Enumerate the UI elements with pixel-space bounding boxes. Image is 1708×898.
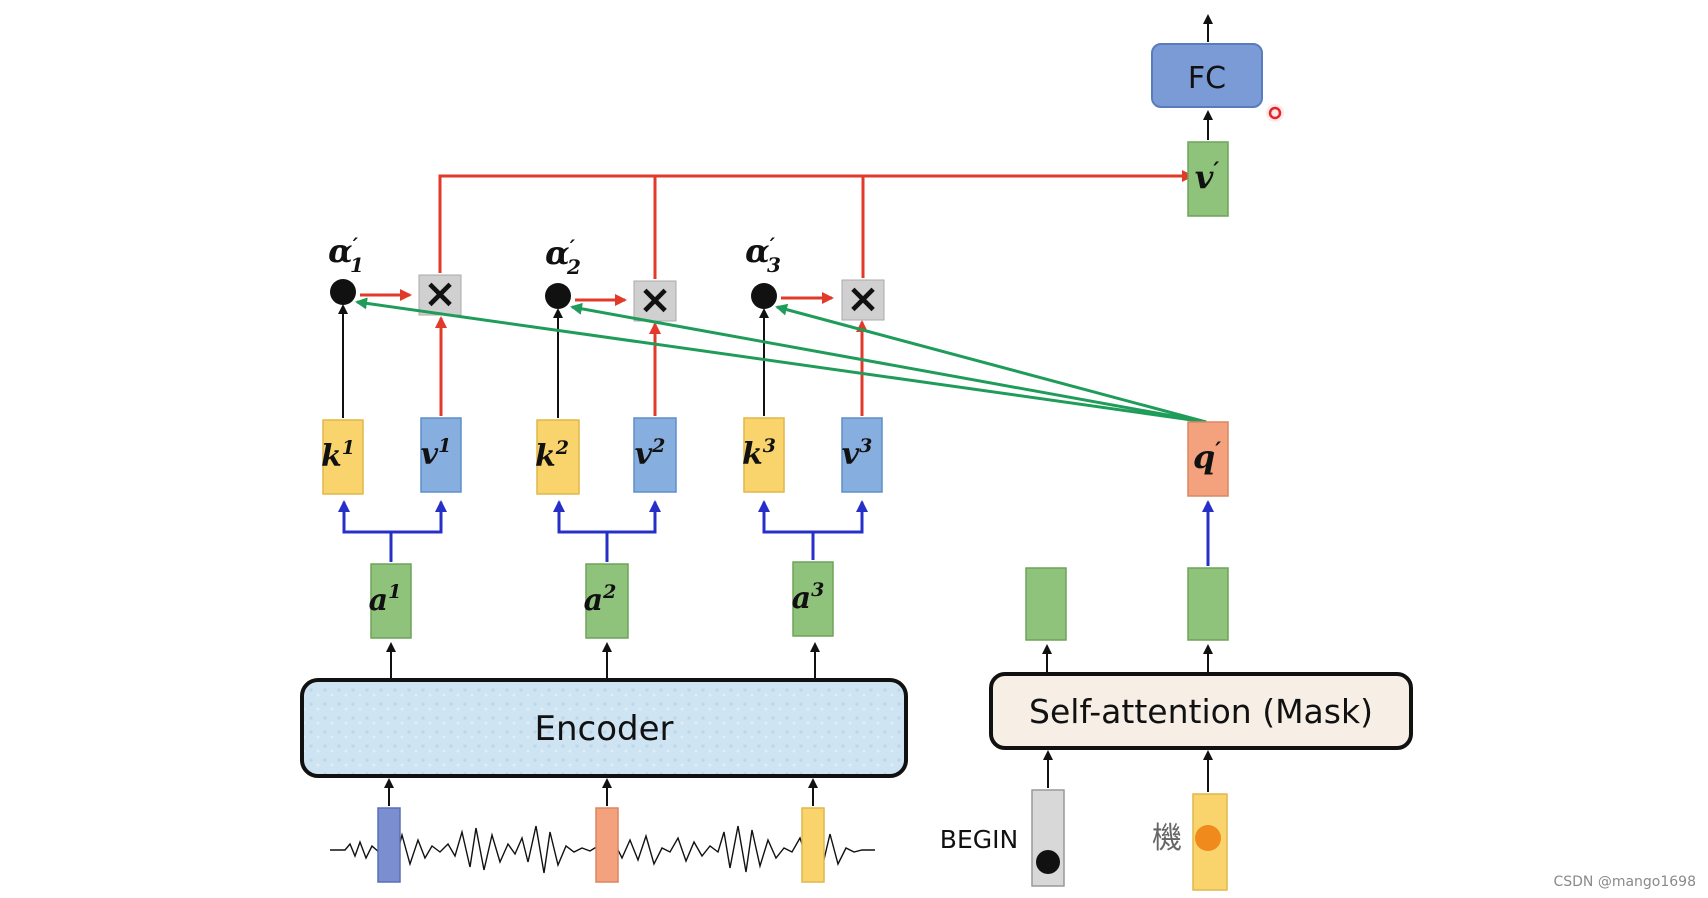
alpha1-label: α′1 <box>328 232 364 277</box>
k2-box <box>536 419 580 495</box>
alpha2-label: α′2 <box>545 234 581 279</box>
begin-label: BEGIN <box>940 825 1018 854</box>
multiply-node-1 <box>418 274 462 316</box>
self-attention-mask-block: Self-attention (Mask) <box>989 672 1413 750</box>
a3-label: a3 <box>792 579 825 616</box>
column-1: a1 k1 v1 α′1 × <box>321 232 462 639</box>
begin-token-dot <box>1036 850 1060 874</box>
encoder-block: Encoder <box>300 678 908 778</box>
multiply-symbol-2: × <box>638 277 672 323</box>
output-section: v′ FC <box>1151 14 1284 217</box>
input-frame-1 <box>377 807 401 883</box>
k3-box <box>743 417 785 493</box>
v1-label: v1 <box>421 435 452 472</box>
multiply-symbol-1: × <box>423 271 457 317</box>
k2-label: k2 <box>535 437 569 474</box>
a1-box <box>370 563 412 639</box>
multiply-node-2 <box>633 280 677 322</box>
audio-waveform <box>330 825 875 874</box>
input-frame-2 <box>595 807 619 883</box>
decoder-output-2 <box>1187 567 1229 641</box>
decoder-section: BEGIN 機 Self-attention (Mask) q′ <box>940 421 1413 891</box>
watermark: CSDN @mango1698 <box>1553 874 1696 890</box>
column-3: a3 k3 v3 α′3 × <box>742 232 885 637</box>
token-label: 機 <box>1152 821 1182 856</box>
self-attention-label: Self-attention (Mask) <box>1029 692 1373 731</box>
multiply-node-3 <box>841 279 885 321</box>
encoder-label: Encoder <box>534 709 673 749</box>
pointer-marker-ring <box>1268 106 1282 120</box>
a2-label: a2 <box>584 581 617 618</box>
fc-block: FC <box>1151 43 1263 108</box>
k1-label: k1 <box>321 437 355 474</box>
context-vector-box <box>1187 141 1229 217</box>
alpha1-dot <box>330 279 356 305</box>
k1-box <box>322 419 364 495</box>
pointer-marker <box>1266 104 1284 122</box>
v2-label: v2 <box>635 435 666 472</box>
query-box <box>1187 421 1229 497</box>
encoder-section: Encoder <box>300 642 908 883</box>
a1-label: a1 <box>369 581 402 618</box>
multiply-symbol-3: × <box>846 276 880 322</box>
query-attention-lines <box>355 297 1207 424</box>
column-2: a2 k2 v2 α′2 × <box>535 234 677 639</box>
input-frame-3 <box>801 807 825 883</box>
query-label: q′ <box>1193 438 1221 476</box>
context-vector-label: v′ <box>1195 158 1220 196</box>
alpha2-dot <box>545 283 571 309</box>
a2-box <box>585 563 629 639</box>
a3-box <box>792 561 834 637</box>
v3-box <box>841 417 883 493</box>
fc-label: FC <box>1188 61 1226 96</box>
v3-label: v3 <box>842 435 873 472</box>
token-dot <box>1195 825 1221 851</box>
weighted-sum-bus <box>438 170 1194 279</box>
v1-box <box>420 417 462 493</box>
alpha3-dot <box>751 283 777 309</box>
alpha3-label: α′3 <box>745 232 781 277</box>
k3-label: k3 <box>742 435 776 472</box>
decoder-output-1 <box>1025 567 1067 641</box>
v2-box <box>633 417 677 493</box>
